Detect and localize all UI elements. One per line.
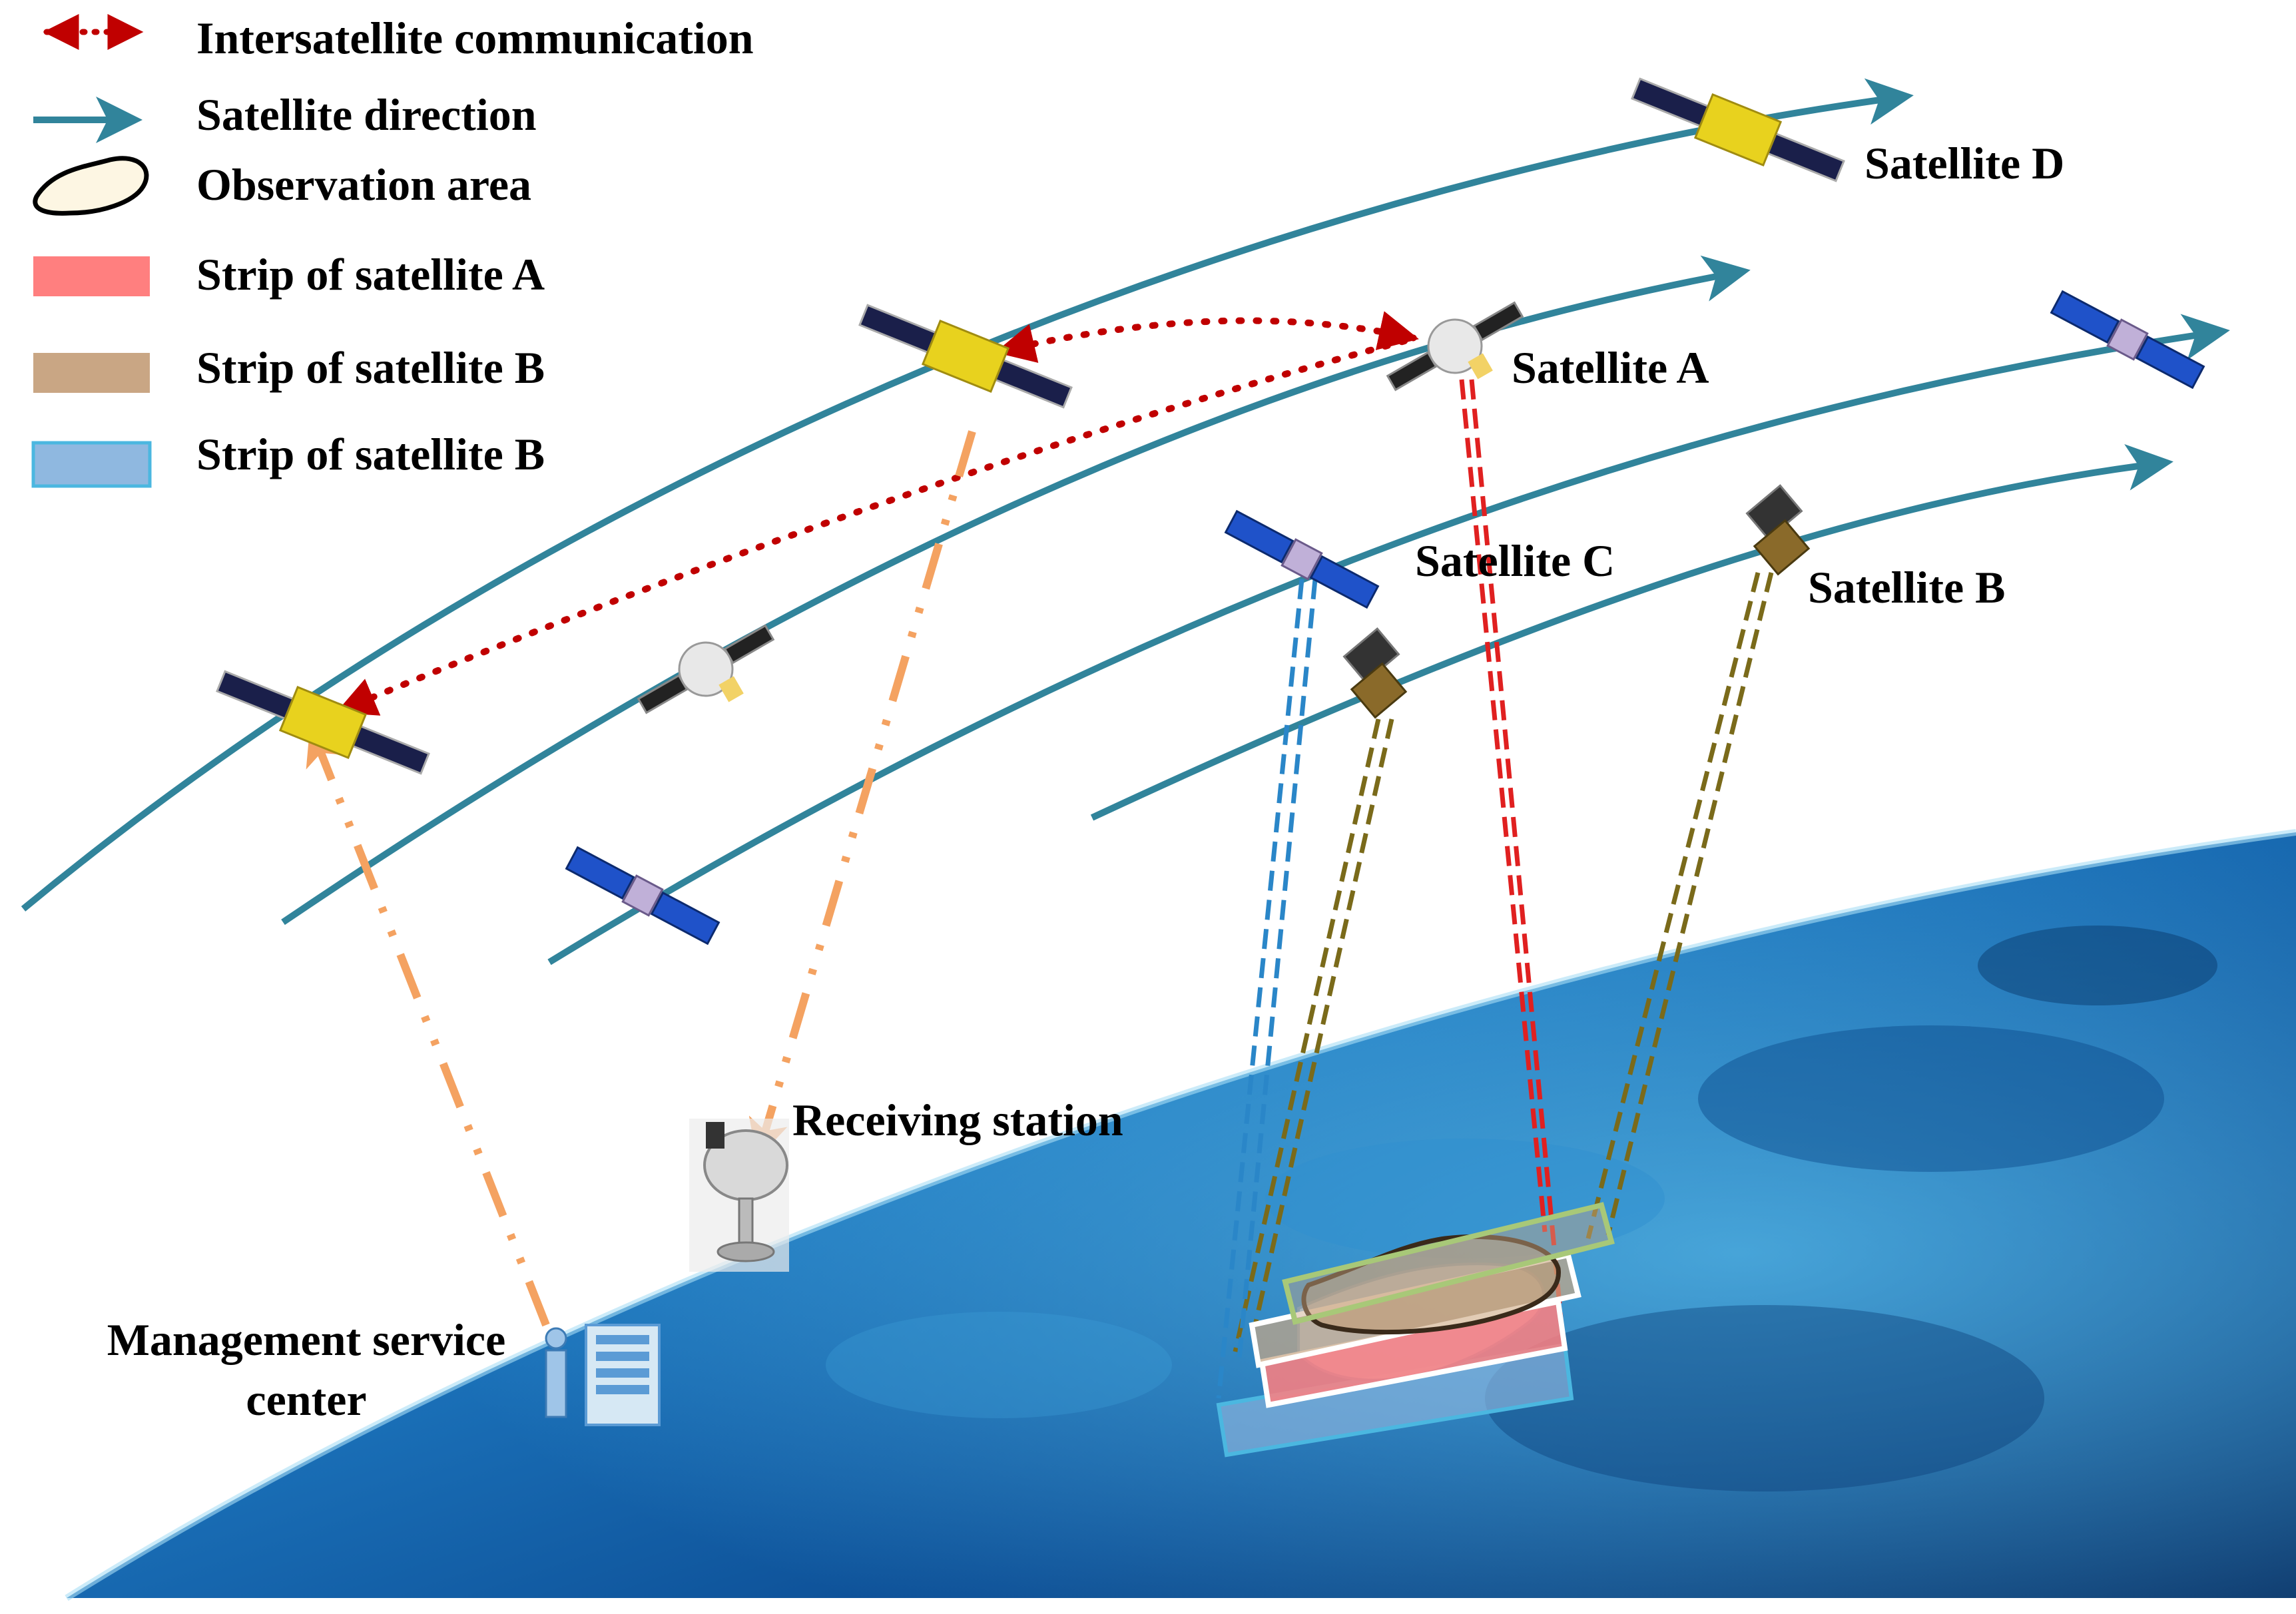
beam-satellite-c (1216, 579, 1318, 1399)
observation-area-icon (33, 156, 149, 216)
legend-item-strip-c: Strip of satellite B (31, 429, 545, 488)
satellite-icon (1224, 509, 1380, 609)
satellite-icon (2050, 290, 2205, 390)
label-satellite-a: Satellite A (1512, 342, 1709, 393)
isl-link-upper (995, 311, 1419, 364)
legend-item-intersatellite: Intersatellite communication (43, 13, 754, 63)
satellite-icon (858, 304, 1073, 409)
legend-item-strip-a: Strip of satellite A (33, 249, 545, 300)
legend-item-area: Observation area (33, 156, 531, 216)
earth (65, 829, 2296, 1601)
downlink-station (748, 430, 976, 1160)
labels: Satellite D Satellite A Satellite C Sate… (107, 138, 2065, 1425)
orbit-3 (547, 314, 2230, 965)
satellite-icon (565, 846, 720, 945)
intersatellite-links (336, 311, 1419, 716)
legend-label-intersatellite: Intersatellite communication (196, 13, 754, 63)
server-operator-icon (545, 1324, 661, 1426)
label-management-line1: Management service (107, 1314, 506, 1365)
legend-label-direction: Satellite direction (196, 89, 537, 140)
uplink-management (306, 724, 550, 1327)
legend-item-direction: Satellite direction (33, 89, 537, 143)
legend: Intersatellite communication Satellite d… (31, 13, 754, 488)
label-management-line2: center (246, 1374, 366, 1425)
orbit-1 (21, 78, 1914, 912)
satellite-icon (1386, 301, 1524, 392)
label-satellite-b: Satellite B (1808, 562, 2006, 613)
orbit-4 (1090, 444, 2173, 821)
satellite-icon (1631, 77, 1845, 182)
legend-label-strip-a: Strip of satellite A (196, 249, 545, 300)
observation-beams (1216, 379, 1774, 1399)
legend-label-area: Observation area (196, 159, 531, 210)
strip-a-swatch (33, 256, 150, 296)
satellite-icon (637, 624, 775, 714)
label-satellite-d: Satellite D (1865, 138, 2064, 188)
label-receiving-station: Receiving station (792, 1095, 1123, 1145)
dish-antenna-icon (689, 1119, 789, 1272)
observation-area-outline (1301, 1234, 1561, 1335)
isl-link-lower (336, 335, 1418, 716)
orbit-2 (281, 255, 1751, 926)
strip-satellite-b-upper (1282, 1202, 1615, 1325)
satellite-icon (216, 670, 430, 775)
strip-c-swatch (31, 441, 152, 488)
satellite-icon (1342, 627, 1408, 719)
legend-item-strip-b: Strip of satellite B (33, 342, 545, 393)
label-satellite-c: Satellite C (1415, 535, 1615, 586)
orbits (21, 78, 2230, 965)
legend-label-strip-b: Strip of satellite B (196, 342, 545, 393)
satellite-icon (1745, 484, 1811, 576)
satellites (216, 77, 2205, 945)
beam-satellite-a (1459, 379, 1564, 1326)
legend-label-strip-c: Strip of satellite B (196, 429, 545, 479)
observation-region (1216, 1202, 1615, 1458)
ground-links (306, 430, 976, 1327)
strip-b-swatch (33, 353, 150, 393)
beam-satellite-b (1233, 572, 1774, 1352)
